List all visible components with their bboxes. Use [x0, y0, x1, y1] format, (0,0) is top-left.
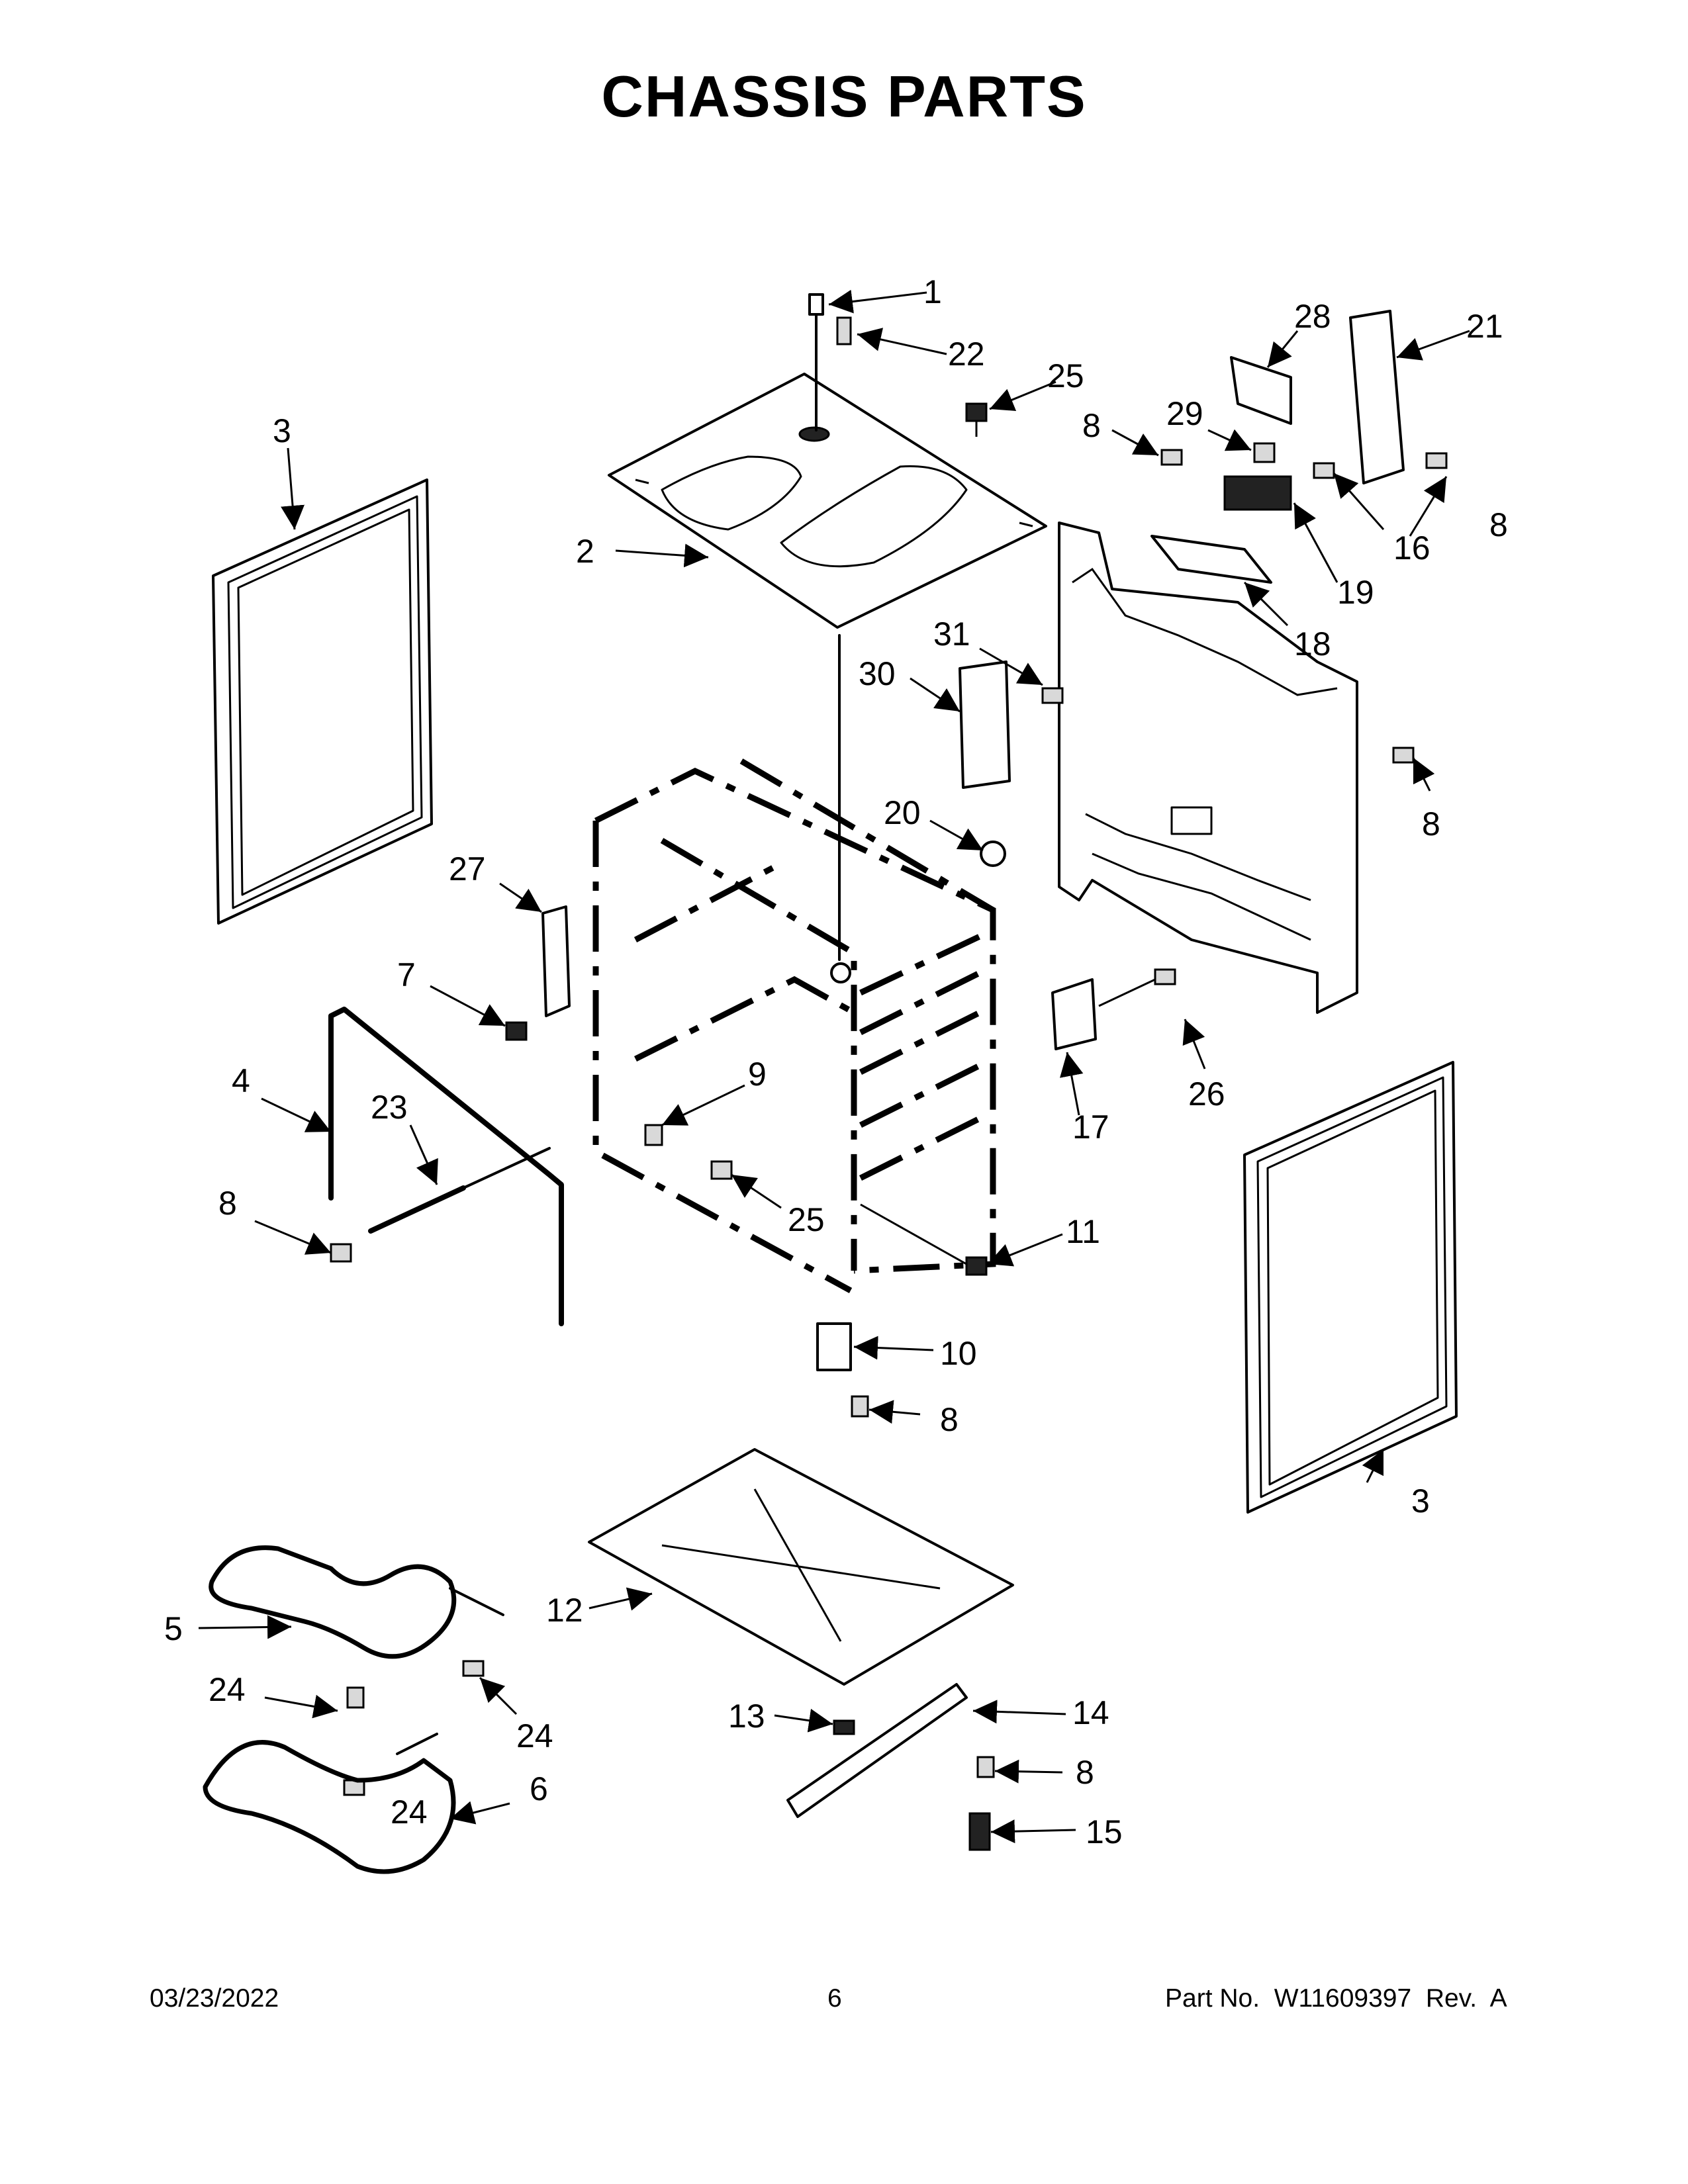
callout-24: 24 [516, 1717, 553, 1754]
callout-9: 9 [748, 1056, 767, 1093]
callout-7: 7 [397, 956, 416, 993]
callout-22: 22 [948, 336, 985, 373]
terminal-block-19 [1223, 475, 1292, 511]
side-panel-right [1243, 1061, 1458, 1514]
callout-5: 5 [164, 1610, 183, 1647]
callout-14: 14 [1072, 1694, 1109, 1731]
screw-26-icon [1098, 968, 1176, 1007]
screw-24-icon [346, 1686, 365, 1709]
footer-date: 03/23/2022 [150, 1984, 279, 2013]
callout-27: 27 [449, 850, 486, 887]
screw-31-icon [1041, 687, 1064, 704]
footer-part-number: Part No. W11609397 Rev. A [1165, 1984, 1507, 2013]
callout-16: 16 [1393, 529, 1430, 567]
screw-24-icon [462, 1660, 485, 1677]
clip-9-icon [644, 1124, 663, 1146]
bracket-18 [1150, 535, 1272, 584]
bracket-30 [959, 660, 1011, 789]
callout-24: 24 [209, 1671, 246, 1708]
latch-10 [816, 1322, 852, 1371]
callout-18: 18 [1294, 625, 1331, 662]
callout-8: 8 [1076, 1754, 1094, 1791]
callout-13: 13 [728, 1698, 765, 1735]
callout-30: 30 [859, 655, 896, 692]
callout-25: 25 [1047, 357, 1084, 394]
part-1-stem [808, 293, 824, 432]
screw-8-icon [1160, 449, 1183, 466]
callout-20: 20 [884, 794, 921, 831]
callout-19: 19 [1337, 574, 1374, 611]
oven-cavity [592, 758, 996, 1293]
callout-21: 21 [1466, 308, 1503, 345]
sensor-23 [368, 1147, 551, 1234]
callout-17: 17 [1072, 1109, 1109, 1146]
back-panel [1058, 522, 1358, 1014]
clip-13-icon [833, 1719, 855, 1735]
callout-1: 1 [923, 273, 942, 310]
footer-page-number: 6 [827, 1984, 842, 2013]
callout-labels: 1 2 3 3 4 5 6 7 8 8 8 8 8 8 9 10 11 12 1… [164, 273, 1508, 1850]
screw-22-icon [836, 316, 852, 345]
callout-8: 8 [218, 1185, 237, 1222]
bracket-27 [541, 905, 571, 1017]
callout-3: 3 [1411, 1482, 1430, 1520]
callout-8: 8 [940, 1401, 959, 1438]
bracket-28 [1230, 356, 1292, 425]
screw-8-icon [976, 1756, 995, 1778]
callout-8: 8 [1422, 805, 1440, 842]
leader-lines [198, 289, 1470, 1844]
callout-6: 6 [530, 1770, 548, 1807]
page-title: CHASSIS PARTS [601, 64, 1087, 129]
callout-3: 3 [273, 412, 291, 449]
callout-10: 10 [940, 1335, 977, 1372]
broil-element-5 [209, 1545, 504, 1659]
callout-2: 2 [576, 533, 594, 570]
screw-8-icon [1425, 452, 1448, 469]
callout-25: 25 [788, 1201, 825, 1238]
screw-11-icon [860, 1203, 988, 1276]
screw-16-icon [1313, 462, 1335, 479]
side-panel-left [212, 478, 433, 925]
callout-11: 11 [1066, 1213, 1100, 1250]
screw-25-icon [965, 402, 988, 437]
screw-7-icon [505, 1021, 528, 1041]
callout-8: 8 [1082, 407, 1101, 444]
callout-28: 28 [1294, 298, 1331, 335]
screw-8-icon [1392, 747, 1415, 764]
callout-4: 4 [232, 1062, 250, 1099]
nut-29-icon [1253, 442, 1276, 463]
plug-20-icon [980, 841, 1006, 867]
rail-14 [786, 1683, 968, 1818]
callout-23: 23 [371, 1089, 408, 1126]
top-panel [608, 373, 1047, 629]
screw-8-icon [851, 1395, 869, 1418]
gasket-4 [328, 1007, 564, 1326]
screw-25-icon [710, 1160, 733, 1180]
bottom-panel-12 [588, 1448, 1014, 1686]
callout-31: 31 [933, 615, 970, 653]
callout-8: 8 [1489, 506, 1508, 543]
callout-24: 24 [391, 1794, 428, 1831]
bracket-17 [1051, 978, 1097, 1050]
callout-29: 29 [1166, 395, 1203, 432]
callout-26: 26 [1188, 1075, 1225, 1113]
leveler-15-icon [968, 1812, 991, 1851]
callout-15: 15 [1086, 1813, 1123, 1850]
screw-8-icon [330, 1243, 352, 1263]
callout-12: 12 [546, 1592, 583, 1629]
cover-21 [1349, 310, 1405, 484]
